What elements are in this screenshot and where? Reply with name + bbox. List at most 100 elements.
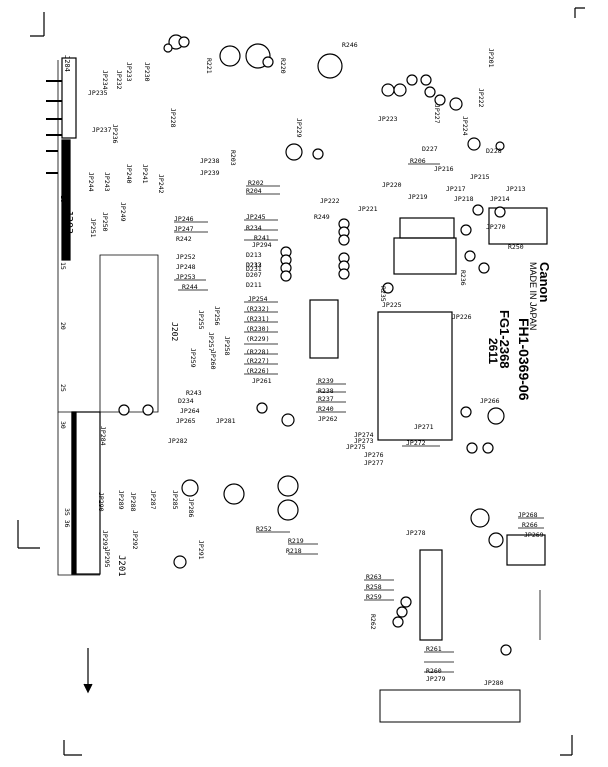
- designator-jp270: JP270: [486, 223, 506, 231]
- component-pad-15: [285, 143, 303, 161]
- component-pad-37: [256, 402, 268, 414]
- designator-r240: R240: [318, 405, 334, 413]
- designator-d231: D231: [246, 265, 262, 273]
- designator-r259: R259: [366, 593, 382, 601]
- designator-jp244: JP244: [87, 172, 95, 192]
- designator-jp229: JP229: [295, 118, 303, 138]
- designator-r220: R220: [279, 58, 287, 74]
- connector-j204-label: J204: [63, 55, 71, 72]
- designator-jp250: JP250: [101, 212, 109, 232]
- component-pad-27: [382, 282, 394, 294]
- pin-20: 20: [59, 322, 67, 330]
- crop-mark-br: [560, 735, 573, 756]
- designator-r226: (R226): [246, 367, 270, 375]
- designator-r221: R221: [205, 58, 213, 74]
- designator-jp253: JP253: [176, 273, 196, 281]
- designator-r234: R234: [246, 224, 262, 232]
- component-pad-9: [420, 74, 432, 86]
- designator-jp201: JP201: [487, 48, 495, 68]
- designator-r252: R252: [256, 525, 272, 533]
- designator-jp268: JP268: [518, 511, 538, 519]
- designator-jp294: JP294: [252, 241, 272, 249]
- pin-15: 15: [59, 262, 67, 270]
- component-pad-19: [338, 234, 350, 246]
- designator-jp242: JP242: [157, 174, 165, 194]
- component-pad-10: [424, 86, 436, 98]
- pin-10: 10: [59, 195, 67, 203]
- component-pad-13: [467, 137, 481, 151]
- component-pad-35: [277, 475, 299, 497]
- designator-r260: R260: [426, 667, 442, 675]
- designator-r241: R241: [254, 234, 270, 242]
- designator-d227: D227: [422, 145, 438, 153]
- designator-jp275: JP275: [346, 443, 366, 451]
- crop-mark-bl2: [63, 740, 82, 756]
- designator-jp223: JP223: [378, 115, 398, 123]
- designator-jp289: JP289: [117, 490, 125, 510]
- designator-jp236: JP236: [111, 124, 119, 144]
- designator-jp287: JP287: [149, 490, 157, 510]
- component-pad-16: [312, 148, 324, 160]
- designator-r227: (R227): [246, 357, 270, 365]
- designator-jp256: JP256: [213, 306, 221, 326]
- designator-jp217: JP217: [446, 185, 466, 193]
- component-pad-26: [338, 268, 350, 280]
- designator-jp239: JP239: [200, 169, 220, 177]
- designator-r250: R250: [508, 243, 524, 251]
- designator-r238: R238: [318, 387, 334, 395]
- component-pad-33: [223, 483, 245, 505]
- pin-30: 30: [59, 421, 67, 429]
- designator-jp259: JP259: [189, 348, 197, 368]
- designator-jp262: JP262: [318, 415, 338, 423]
- designator-jp258: JP258: [223, 336, 231, 356]
- brand-label: Canon: [537, 262, 552, 303]
- designator-r219: R219: [288, 537, 304, 545]
- designator-d233: D233: [246, 261, 262, 269]
- designator-jp266: JP266: [480, 397, 500, 405]
- component-pad-8: [406, 74, 418, 86]
- designator-jp278: JP278: [406, 529, 426, 537]
- designator-jp246: JP246: [174, 215, 194, 223]
- designator-r202: R202: [248, 179, 264, 187]
- designator-jp245: JP245: [246, 213, 266, 221]
- designator-r218: R218: [286, 547, 302, 555]
- designator-r206: R206: [410, 157, 426, 165]
- crop-mark-tr: [574, 7, 585, 18]
- designator-r249: R249: [314, 213, 330, 221]
- component-pad-32: [494, 206, 506, 218]
- designator-jp254: JP254: [248, 295, 268, 303]
- designator-jp261: JP261: [252, 377, 272, 385]
- designator-jp281: JP281: [216, 417, 236, 425]
- designator-d228: D228: [486, 147, 502, 155]
- designator-jp291: JP291: [197, 540, 205, 560]
- designator-jp280: JP280: [484, 679, 504, 687]
- designator-jp230: JP230: [143, 62, 151, 82]
- designator-r263: R263: [366, 573, 382, 581]
- designator-jp226: JP226: [452, 313, 472, 321]
- designator-jp214: JP214: [490, 195, 510, 203]
- component-pad-28: [460, 224, 472, 236]
- designator-jp292: JP292: [131, 530, 139, 550]
- designator-jp216: JP216: [434, 165, 454, 173]
- designator-jp251: JP251: [89, 218, 97, 238]
- designator-jp237: JP237: [92, 126, 112, 134]
- designator-r243: R243: [186, 389, 202, 397]
- component-pad-42: [482, 442, 494, 454]
- component-pad-31: [472, 204, 484, 216]
- component-pad-29: [464, 250, 476, 262]
- designator-jp215: JP215: [470, 173, 490, 181]
- designator-jp235: JP235: [88, 89, 108, 97]
- designator-jp284: JP284: [99, 426, 107, 446]
- designator-jp247: JP247: [174, 225, 194, 233]
- designator-d211: D211: [246, 281, 262, 289]
- sub-no-label: 2611: [486, 338, 500, 365]
- designator-jp222b: JP222: [320, 197, 340, 205]
- component-pad-43: [470, 508, 490, 528]
- designator-jp227: JP227: [433, 104, 441, 124]
- designator-r246: R246: [342, 41, 358, 49]
- designator-jp224: JP224: [461, 116, 469, 136]
- crop-mark-bl: [17, 520, 40, 549]
- designator-jp220: JP220: [382, 181, 402, 189]
- designator-jp255: JP255: [197, 310, 205, 330]
